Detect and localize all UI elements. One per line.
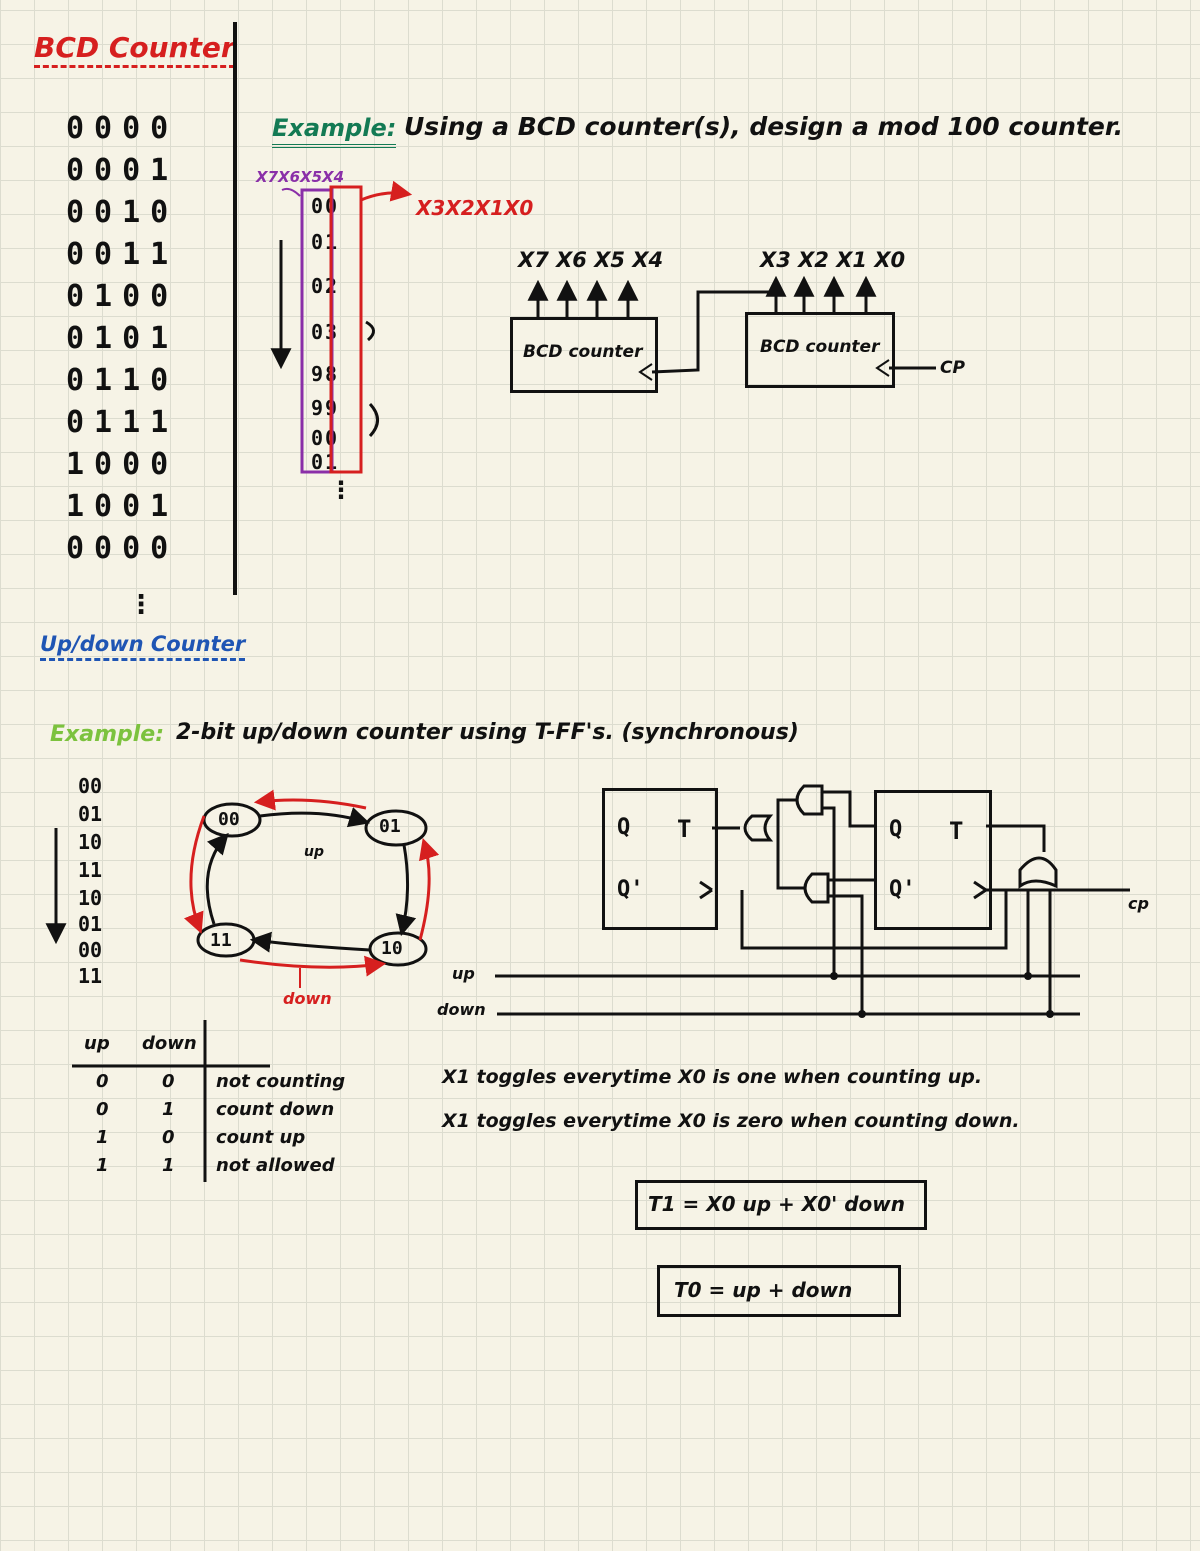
junction-dots <box>830 972 1054 1018</box>
state-node-00 <box>202 802 262 838</box>
clock-label-1: CP <box>940 358 965 378</box>
state-node-10 <box>368 931 428 967</box>
example2-label: Example: <box>50 722 164 747</box>
list-item: 00 <box>78 938 103 962</box>
list-item: 01 <box>78 802 103 826</box>
purple-label: X7X6X5X4 <box>256 168 345 186</box>
counter2-input-arrows <box>765 275 877 312</box>
updown-counter-title: Up/down Counter <box>40 634 246 661</box>
equation-t1: T1 = X0 up + X0' down <box>635 1180 927 1230</box>
updown-sequence-list: 00 01 10 11 10 01 00 11 <box>78 776 102 992</box>
list-item: 01 <box>78 912 103 936</box>
and-gate-down <box>803 872 830 904</box>
table-cell: 0 <box>96 1099 109 1120</box>
pairs-ellipsis: ⋮ <box>329 476 353 504</box>
line-down-label: down <box>437 1000 486 1019</box>
equation-t1-text: T1 = X0 up + X0' down <box>648 1192 905 1216</box>
ff0-q: Q <box>889 817 903 842</box>
ff1-t: T <box>677 815 692 843</box>
cascade-wire <box>651 290 776 374</box>
list-item: 0000 <box>66 111 179 146</box>
equation-t0-text: T0 = up + down <box>674 1278 853 1302</box>
ff1-qbar: Q' <box>617 877 644 902</box>
table-cell: 0 <box>96 1071 109 1092</box>
down-transitions <box>184 789 440 977</box>
table-cell: not counting <box>216 1071 346 1092</box>
line-up-label: up <box>452 964 475 983</box>
table-cell: count up <box>216 1127 306 1148</box>
table-cell: 0 <box>162 1127 175 1148</box>
note-1: X1 toggles everytime X0 is one when coun… <box>442 1066 983 1088</box>
and-gate-up <box>795 784 824 816</box>
brace-1 <box>365 320 375 342</box>
list-item: 0001 <box>66 153 179 188</box>
table-cell: 1 <box>96 1155 109 1176</box>
red-digit-box <box>329 185 363 474</box>
list-item: 0011 <box>66 237 179 272</box>
list-item: 00 <box>78 774 103 798</box>
list-item: 0010 <box>66 195 179 230</box>
ff1-q: Q <box>617 815 631 840</box>
note-2: X1 toggles everytime X0 is zero when cou… <box>442 1110 1020 1132</box>
up-transitions <box>205 807 417 953</box>
table-cell: 0 <box>162 1071 175 1092</box>
ff0-qbar: Q' <box>889 877 916 902</box>
table-cell: count down <box>216 1099 335 1120</box>
bcd-counter-2-label: BCD counter <box>760 337 880 357</box>
list-item: 0000 <box>66 531 179 566</box>
state-down-label: down <box>283 989 332 1008</box>
list-item: 11 <box>78 858 103 882</box>
bcd-ellipsis: ⋮ <box>128 590 154 620</box>
table-cell: 1 <box>162 1099 175 1120</box>
state-11: 11 <box>210 930 232 951</box>
red-label: X3X2X1X0 <box>416 196 534 220</box>
counter1-input-arrows <box>527 279 639 317</box>
table-cell: 1 <box>96 1127 109 1148</box>
example2-text: 2-bit up/down counter using T-FF's. (syn… <box>176 720 799 745</box>
bcd-counter-2: BCD counter <box>745 312 895 388</box>
list-item: 1000 <box>66 447 179 482</box>
or-gate-t1 <box>743 814 774 842</box>
red-label-arrow <box>360 180 413 202</box>
brace-2 <box>368 402 379 438</box>
list-item: 11 <box>78 964 103 988</box>
list-item: 10 <box>78 830 103 854</box>
table-header-down: down <box>142 1033 197 1054</box>
table-header-up: up <box>84 1033 110 1054</box>
list-item: 0101 <box>66 321 179 356</box>
table-cell: 1 <box>162 1155 175 1176</box>
bcd-counter-title: BCD Counter <box>34 34 235 68</box>
circuit-wires <box>495 790 1130 1016</box>
bcd-sequence-list: 0000 0001 0010 0011 0100 0101 0110 0111 … <box>66 114 178 576</box>
state-00: 00 <box>218 809 240 830</box>
example1-label: Example: <box>272 116 397 148</box>
example1-text: Using a BCD counter(s), design a mod 100… <box>404 112 1124 141</box>
t-flipflop-1: Q T Q' <box>602 788 718 930</box>
bcd-counter-1: BCD counter <box>510 317 658 393</box>
state-10: 10 <box>381 938 403 959</box>
clock-label-2: cp <box>1128 894 1149 913</box>
counter1-inputs: X7 X6 X5 X4 <box>518 248 664 272</box>
counter2-inputs: X3 X2 X1 X0 <box>760 248 906 272</box>
ff0-t: T <box>949 817 964 845</box>
t-flipflop-0: Q T Q' <box>874 790 992 930</box>
state-node-11 <box>196 922 256 958</box>
table-cell: not allowed <box>216 1155 335 1176</box>
state-node-01 <box>364 809 428 847</box>
list-item: 1001 <box>66 489 179 524</box>
purple-digit-box <box>300 188 334 474</box>
state-01: 01 <box>379 816 401 837</box>
clock-triangle-1 <box>638 363 653 381</box>
or-gate-t0 <box>1018 856 1058 889</box>
purple-label-arrow <box>281 187 301 197</box>
equation-t0: T0 = up + down <box>657 1265 901 1317</box>
clock-triangle-2 <box>875 359 890 377</box>
list-item: 10 <box>78 886 103 910</box>
list-item: 0100 <box>66 279 179 314</box>
list-item: 0111 <box>66 405 179 440</box>
bcd-counter-1-label: BCD counter <box>523 342 643 362</box>
list-item: 0110 <box>66 363 179 398</box>
state-up-label: up <box>304 844 324 860</box>
